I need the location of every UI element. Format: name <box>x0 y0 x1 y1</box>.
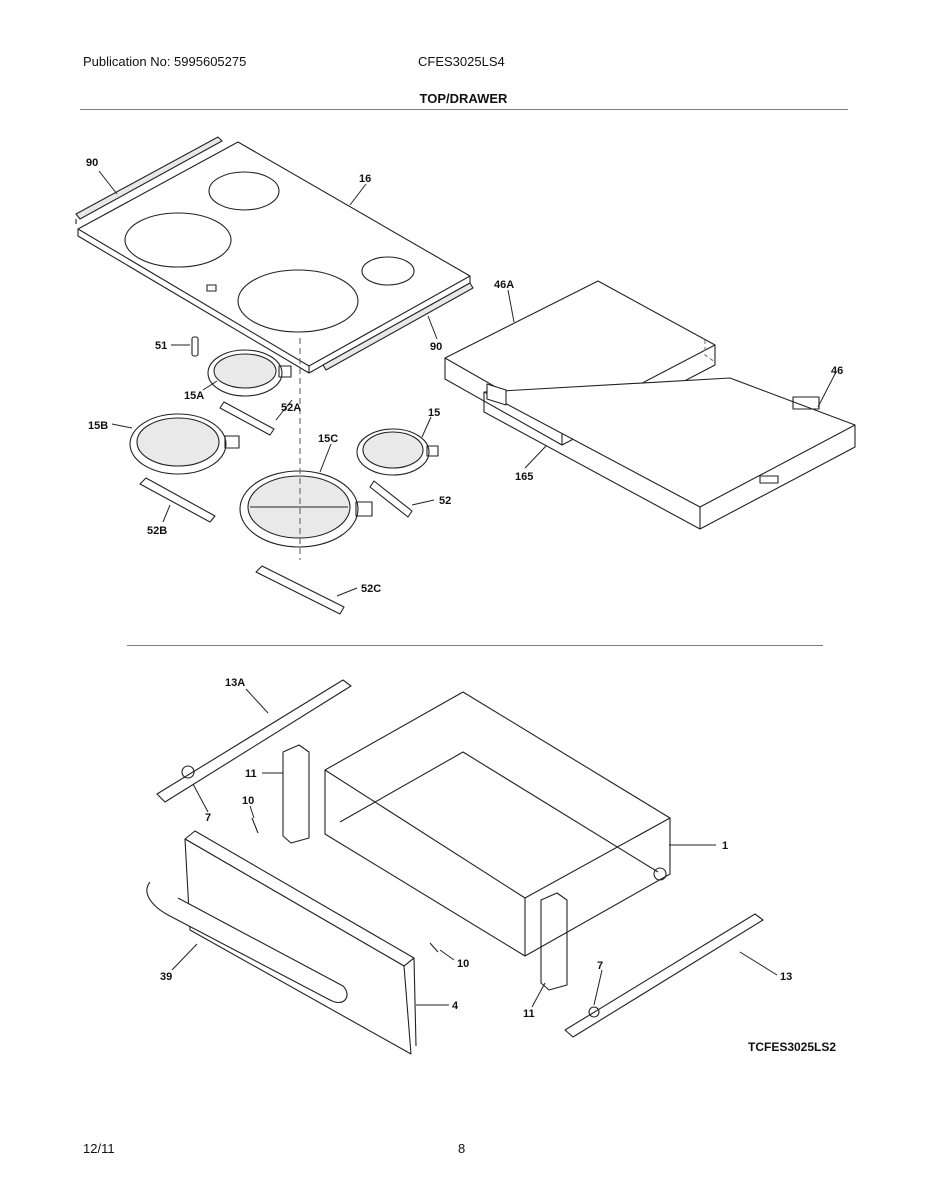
callout-15A: 15A <box>184 390 204 402</box>
callout-11-upper: 11 <box>245 768 257 780</box>
callout-7-upper: 7 <box>205 812 211 824</box>
callout-10-upper: 10 <box>242 795 254 807</box>
callout-13A: 13A <box>225 677 245 689</box>
publication-number: Publication No: 5995605275 <box>83 54 247 69</box>
callout-90-front: 90 <box>430 341 442 353</box>
drawer-rail-13 <box>564 913 764 1038</box>
trim-strip-rear <box>75 136 223 224</box>
callout-52A: 52A <box>281 402 301 414</box>
callout-labels: 90 16 90 46A 46 51 15A 52A 15B 15C 15 16… <box>86 157 843 1054</box>
callout-13: 13 <box>780 971 792 983</box>
drawer-body <box>324 691 671 957</box>
callout-10-lower: 10 <box>457 958 469 970</box>
callout-7-lower: 7 <box>597 960 603 972</box>
drawer-front-panel <box>184 830 417 1055</box>
callout-46A: 46A <box>494 279 514 291</box>
diagram-code: TCFES3025LS2 <box>748 1040 836 1054</box>
callout-4: 4 <box>452 1000 459 1012</box>
page-title: TOP/DRAWER <box>419 91 508 106</box>
callout-165: 165 <box>515 471 533 483</box>
glass-cooktop <box>77 141 471 374</box>
element-bracket-52A <box>219 401 275 436</box>
drawer-rail-13A <box>156 679 352 803</box>
callout-1: 1 <box>722 840 728 852</box>
surface-element-15 <box>356 428 439 476</box>
element-bracket-52C <box>255 565 345 615</box>
model-number: CFES3025LS4 <box>418 54 505 69</box>
element-bracket-52B <box>139 477 216 523</box>
top-section-drawing <box>75 136 856 615</box>
callout-51: 51 <box>155 340 167 352</box>
callout-15B: 15B <box>88 420 108 432</box>
callout-52: 52 <box>439 495 451 507</box>
callout-39: 39 <box>160 971 172 983</box>
surface-element-15B <box>129 413 240 475</box>
drawer-section-drawing <box>146 679 764 1055</box>
callout-90-rear: 90 <box>86 157 98 169</box>
callout-15: 15 <box>428 407 440 419</box>
rail-roller-right <box>588 1006 600 1018</box>
screw-lower <box>429 942 439 953</box>
main-top-frame <box>444 280 856 530</box>
section-divider <box>127 645 823 646</box>
surface-element-15A <box>207 349 292 397</box>
callout-16: 16 <box>359 173 371 185</box>
drawer-handle <box>146 881 348 1004</box>
callout-11-lower: 11 <box>523 1008 535 1020</box>
callout-52B: 52B <box>147 525 167 537</box>
page-number: 8 <box>458 1141 466 1156</box>
element-bracket-52 <box>369 480 413 518</box>
trim-strip-front <box>322 282 474 371</box>
callout-15C: 15C <box>318 433 338 445</box>
drawer-bracket-right <box>540 892 568 991</box>
leader-lines <box>98 170 837 1008</box>
element-clip <box>191 336 199 357</box>
footer-date: 12/11 <box>83 1141 115 1156</box>
drawer-bracket-left <box>282 744 310 844</box>
screw-upper <box>251 817 259 834</box>
surface-element-15C <box>239 470 373 548</box>
callout-52C: 52C <box>361 583 381 595</box>
callout-46: 46 <box>831 365 843 377</box>
rail-roller-left <box>181 765 195 779</box>
header-divider <box>80 109 848 110</box>
